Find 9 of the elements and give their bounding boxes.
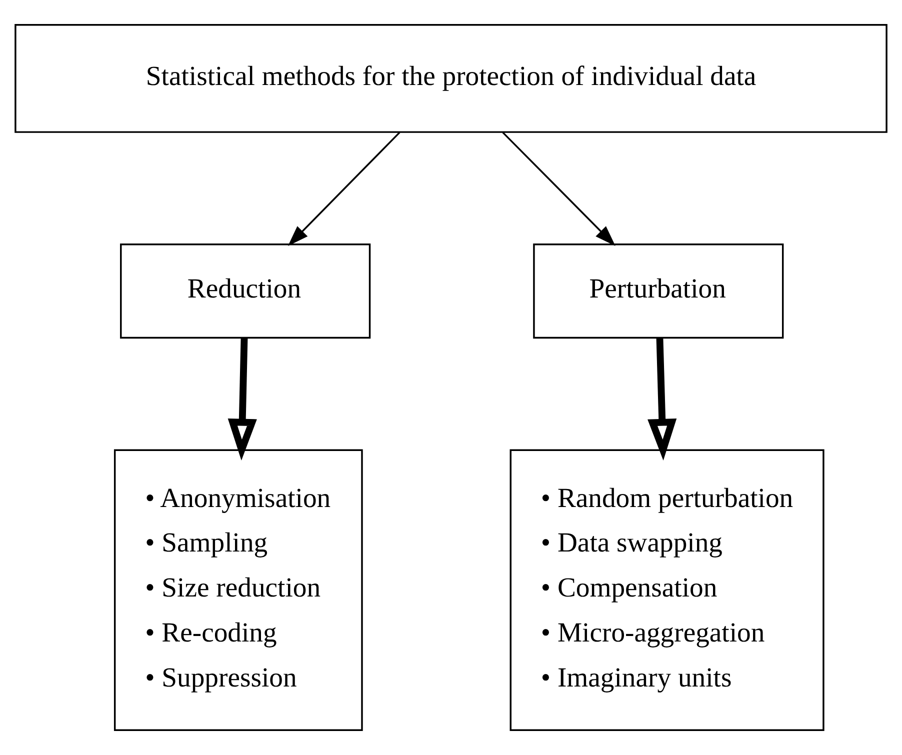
arrow	[648, 338, 677, 460]
node-box: • Random perturbation • Data swapping • Compensation • Micro-aggregation • Imaginary units	[510, 449, 824, 731]
node-box: Reduction	[120, 244, 371, 339]
arrow	[288, 132, 400, 246]
node-box: Perturbation	[533, 244, 784, 339]
arrow	[228, 338, 257, 460]
node-box: Statistical methods for the protection of individual data	[14, 24, 888, 133]
arrow	[502, 132, 616, 246]
node-box: • Anonymisation • Sampling • Size reduction • Re-coding • Suppression	[114, 449, 363, 731]
